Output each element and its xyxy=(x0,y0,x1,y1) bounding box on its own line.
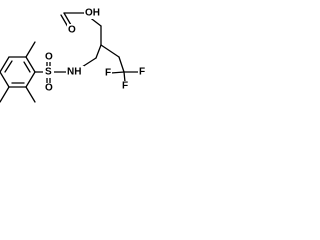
ring-inner-double-2 xyxy=(4,60,13,73)
fluorine-1-label: F xyxy=(105,68,111,79)
bond-c3-c4 xyxy=(100,44,120,58)
bond-cf3-f1 xyxy=(110,71,125,74)
carboxyl-o-bg xyxy=(67,24,76,35)
sulfonyl-s-bg xyxy=(43,66,54,78)
fluorine-3-label: F xyxy=(139,67,145,78)
fluorine-2-label: F xyxy=(122,81,128,92)
fluorine-1-bg xyxy=(104,68,112,78)
sulfonyl-o-lower-bg xyxy=(44,83,53,93)
carboxyl-oh-bg xyxy=(84,6,100,19)
fluorine-2-bg xyxy=(121,81,129,91)
sulfonyl-o-upper-label: O xyxy=(45,52,53,63)
carboxyl-o-label: O xyxy=(68,25,76,36)
ring-bond-1 xyxy=(25,56,36,73)
sulfonyl-o-lower-label: O xyxy=(45,83,53,94)
bond-c1-o-double-b xyxy=(60,14,69,28)
amine-nh-label: NH xyxy=(67,67,81,78)
methyl-top xyxy=(25,41,36,58)
bond-ch2-n xyxy=(81,57,97,68)
bond-c4-ch2 xyxy=(95,44,102,59)
sulfonyl-o-upper-bg xyxy=(44,52,53,62)
bond-c4-cf3 xyxy=(118,56,125,73)
ring-inner-double-1 xyxy=(23,61,31,73)
fluorine-3-bg xyxy=(138,67,146,77)
bond-cf3-f2 xyxy=(123,71,126,83)
methyl-left xyxy=(0,86,10,103)
amine-nh-bg xyxy=(66,66,84,78)
sulfonyl-s-label: S xyxy=(45,67,52,78)
ring-bond-3 xyxy=(0,56,10,73)
ring-bond-4 xyxy=(0,71,10,88)
carboxyl-oh-label: OH xyxy=(85,8,100,19)
methyl-bottom xyxy=(25,86,36,103)
ring-bond-6 xyxy=(25,71,36,88)
bond-c1-o-double-a xyxy=(63,12,72,26)
molecule-structure-diagram: OH O NH S O O F F F xyxy=(0,6,146,103)
